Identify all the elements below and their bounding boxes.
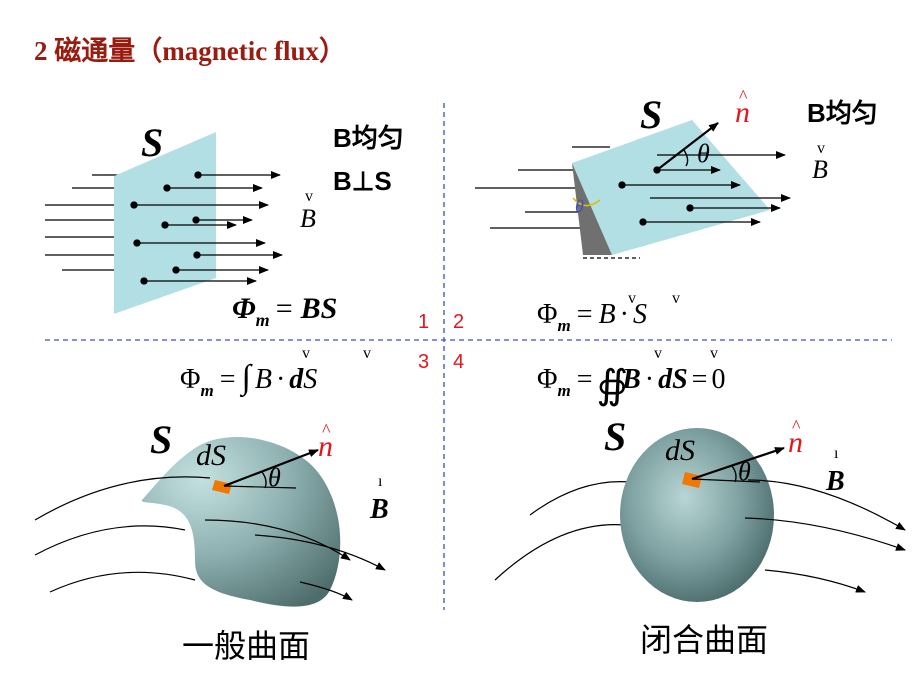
normal-vector-2 (656, 122, 719, 171)
surface-label-s-3: S (150, 417, 172, 462)
slide-title: 2 磁通量（magnetic flux） (34, 36, 346, 66)
quadrant-4-closed-surface: Φm=∯B·dS=0 v v θ S dS n ^ B ı 闭合曲面 (494, 345, 906, 659)
quadrant-3-general-surface: Φm=∫B·dS v v θ S dS n ^ B ı 一般曲面 (34, 345, 389, 665)
quadrant-2-uniform-inclined: θ θ S n ^ B均匀 B v Φm=B·S v v (475, 86, 878, 335)
b-vector-label-4: B (825, 466, 845, 497)
quadrant-number-1: 1 (418, 311, 429, 333)
quadrant-number-3: 3 (418, 351, 429, 373)
perpendicular-label: B⊥S (333, 166, 392, 196)
quadrant-1-uniform-perpendicular: S B均匀 B⊥S B v Φm=BS (45, 120, 404, 330)
normal-label-2: n (735, 96, 750, 129)
formula-3-check-s: v (363, 345, 371, 362)
curved-field-lines-3 (34, 476, 386, 601)
b-vector-label-2: B (812, 155, 828, 184)
quadrant-number-2: 2 (453, 311, 464, 333)
b-vector-check-2: v (817, 140, 825, 157)
incoming-field-lines-2 (475, 146, 610, 229)
surface-element-ds-4 (682, 472, 702, 488)
curved-field-lines-4b (744, 479, 906, 593)
surface-label-s-2: S (640, 92, 662, 137)
inclined-surface-plane (572, 120, 770, 255)
theta-label-2a: θ (575, 196, 584, 216)
theta-label-3: θ (268, 463, 281, 492)
curved-field-lines-4 (494, 481, 631, 581)
field-arrows (130, 171, 283, 285)
formula-4-check-s: v (710, 345, 718, 362)
formula-2-check-s: v (672, 290, 680, 307)
field-direction-line-4 (691, 478, 761, 483)
b-vector-mark-4: ı (834, 445, 839, 462)
formula-4: Φm=∯B·dS=0 (537, 362, 725, 407)
b-vector-label-1: B (300, 204, 316, 233)
b-vector-check-1: v (305, 188, 313, 205)
theta-label-2b: θ (697, 139, 710, 168)
theta-label-4: θ (738, 457, 751, 486)
ds-label-3: dS (196, 439, 226, 472)
incoming-field-lines (45, 174, 122, 271)
surface-label-s-4: S (604, 414, 626, 459)
formula-3: Φm=∫B·dS (180, 359, 317, 400)
surface-label-s-1: S (141, 120, 163, 165)
uniform-field-label-1: B均匀 (333, 123, 404, 153)
b-vector-mark-3: ı (378, 473, 383, 490)
normal-vector-3 (223, 448, 319, 488)
theta-arc-4 (731, 465, 737, 483)
theta-arc-2b (683, 149, 689, 167)
caption-general-surface: 一般曲面 (182, 627, 310, 665)
field-arrows-2 (618, 151, 791, 226)
normal-hat-2: ^ (739, 86, 748, 106)
normal-hat-3: ^ (322, 420, 331, 440)
surface-element-ds-3 (212, 480, 232, 494)
formula-2: Φm=B·S (537, 299, 647, 335)
caption-closed-surface: 闭合曲面 (640, 621, 768, 659)
normal-hat-4: ^ (792, 416, 801, 436)
field-direction-line-3 (223, 485, 297, 489)
theta-arc-2a (572, 197, 601, 207)
normal-label-4: n (788, 426, 803, 459)
normal-label-3: n (318, 430, 333, 463)
closed-spherical-surface (620, 428, 774, 602)
formula-1: Φm=BS (232, 292, 337, 330)
formula-2-check-b: v (628, 290, 636, 307)
formula-4-check-b: v (654, 345, 662, 362)
normal-vector-4 (691, 446, 785, 481)
quadrant-number-4: 4 (453, 351, 464, 373)
ds-label-4: dS (665, 434, 695, 467)
theta-arc-3 (261, 471, 267, 489)
formula-3-check-b: v (302, 345, 310, 362)
uniform-field-label-2: B均匀 (807, 98, 878, 128)
b-vector-label-3: B (369, 494, 389, 525)
